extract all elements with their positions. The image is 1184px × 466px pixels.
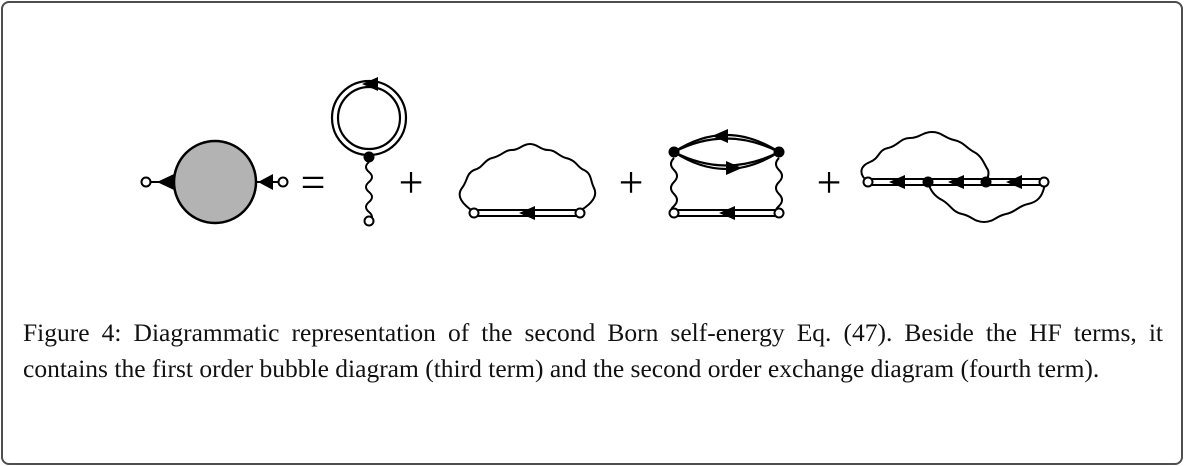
feynman-diagram: = + + +	[140, 77, 1050, 227]
vertex	[922, 176, 934, 188]
external-vertex	[773, 207, 785, 219]
exchange-term	[860, 130, 1050, 224]
self-energy-sigma	[140, 139, 289, 225]
interaction-line	[775, 157, 783, 216]
external-vertex	[862, 176, 874, 188]
arrow-icon	[519, 206, 535, 220]
equals-sign: =	[301, 158, 326, 207]
arrow-icon	[1006, 175, 1022, 189]
interaction-line	[927, 181, 1046, 224]
arrow-icon	[157, 174, 174, 190]
figure-caption: Figure 4: Diagrammatic representation of…	[23, 315, 1163, 387]
vertex	[668, 146, 680, 158]
hartree-term	[330, 77, 408, 227]
arrow-icon	[362, 77, 378, 91]
interaction-line	[670, 157, 678, 216]
figure-label: Figure 4:	[23, 318, 122, 347]
fock-term	[458, 142, 597, 220]
arrow-icon	[889, 175, 905, 189]
vertex	[980, 176, 992, 188]
plus-sign: +	[817, 158, 842, 207]
external-vertex	[1038, 176, 1050, 188]
external-vertex	[574, 207, 586, 219]
interaction-line	[458, 142, 597, 213]
interaction-line	[860, 130, 990, 183]
arrow-icon	[712, 129, 728, 143]
external-vertex	[363, 215, 375, 227]
arrow-icon	[948, 175, 964, 189]
vertex	[773, 146, 785, 158]
arrow-icon	[258, 174, 273, 190]
self-energy-blob	[172, 139, 258, 225]
plus-sign: +	[399, 158, 424, 207]
external-vertex	[668, 207, 680, 219]
interaction-line	[365, 161, 373, 223]
arrow-icon	[719, 206, 735, 220]
vertex	[363, 151, 375, 163]
arrow-icon	[726, 161, 742, 175]
caption-text: Diagrammatic representation of the secon…	[23, 318, 1163, 383]
bubble-term	[668, 129, 785, 220]
external-vertex-left	[140, 176, 152, 188]
external-vertex-right	[277, 176, 289, 188]
external-vertex	[468, 207, 480, 219]
plus-sign: +	[619, 158, 644, 207]
